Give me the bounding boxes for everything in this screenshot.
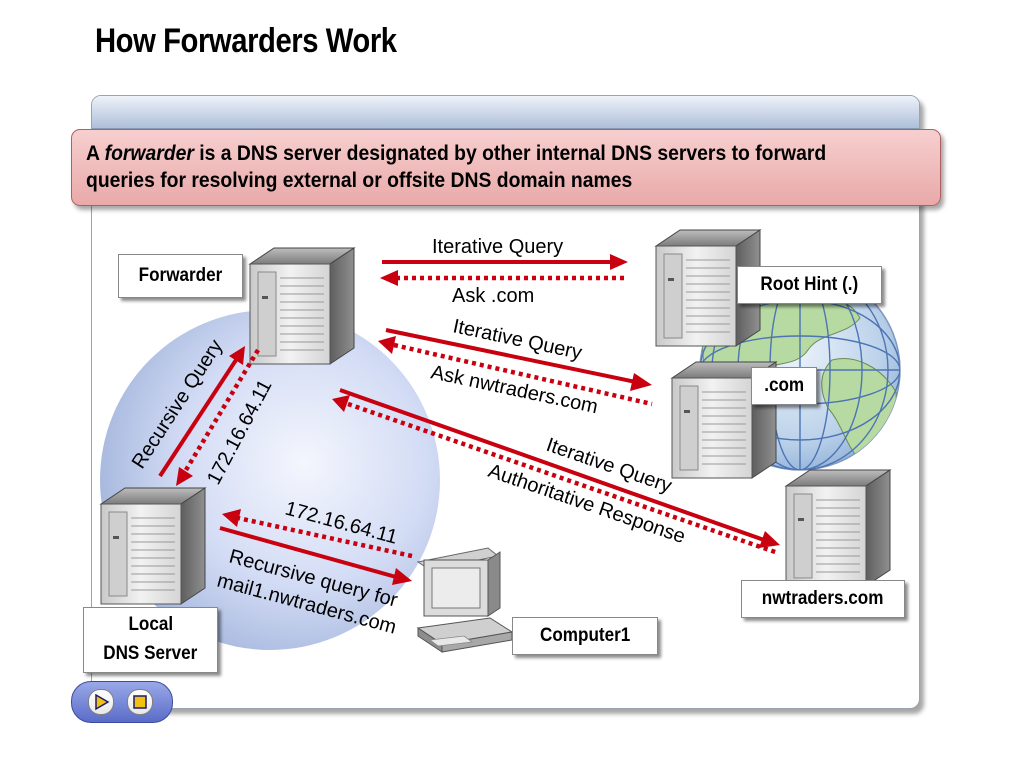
nwtraders-server-icon	[785, 469, 891, 587]
local-dns-server-icon	[100, 487, 206, 605]
nwtraders-query-arrow	[339, 388, 780, 548]
root-query-label: Iterative Query	[432, 236, 563, 258]
forwarder-label: Forwarder	[118, 254, 243, 298]
arrows	[158, 254, 780, 585]
root-reply-arrow	[380, 270, 628, 286]
definition-rest: is a DNS server designated by other inte…	[86, 141, 827, 192]
slide-navigation	[71, 681, 173, 723]
computer1-label: Computer1	[512, 617, 658, 655]
client-ip-reply-arrow	[222, 509, 413, 559]
forwarder-ip-reply-arrow	[176, 348, 260, 486]
com-label: .com	[751, 367, 817, 405]
nwtraders-label: nwtraders.com	[741, 580, 905, 618]
definition-term: forwarder	[104, 141, 194, 165]
recursive-query-arrow	[158, 346, 245, 478]
client-query-arrow	[219, 526, 412, 585]
play-button[interactable]	[88, 689, 114, 715]
root-reply-label: Ask .com	[452, 285, 534, 307]
page-title: How Forwarders Work	[95, 22, 397, 60]
nwtraders-reply-arrow	[332, 395, 779, 556]
root-hint-label: Root Hint (.)	[737, 266, 882, 304]
root-query-arrow	[382, 254, 628, 270]
definition-prefix: A	[86, 141, 105, 165]
play-icon	[95, 693, 110, 711]
definition-text: A forwarder is a DNS server designated b…	[86, 140, 851, 194]
stop-icon	[133, 695, 147, 709]
com-query-arrow	[385, 328, 652, 391]
stop-button[interactable]	[127, 689, 153, 715]
forwarder-server-icon	[249, 247, 355, 365]
computer-icon	[416, 547, 514, 653]
com-reply-arrow	[378, 336, 653, 407]
definition-box: A forwarder is a DNS server designated b…	[71, 129, 941, 206]
panel-header	[92, 96, 919, 129]
